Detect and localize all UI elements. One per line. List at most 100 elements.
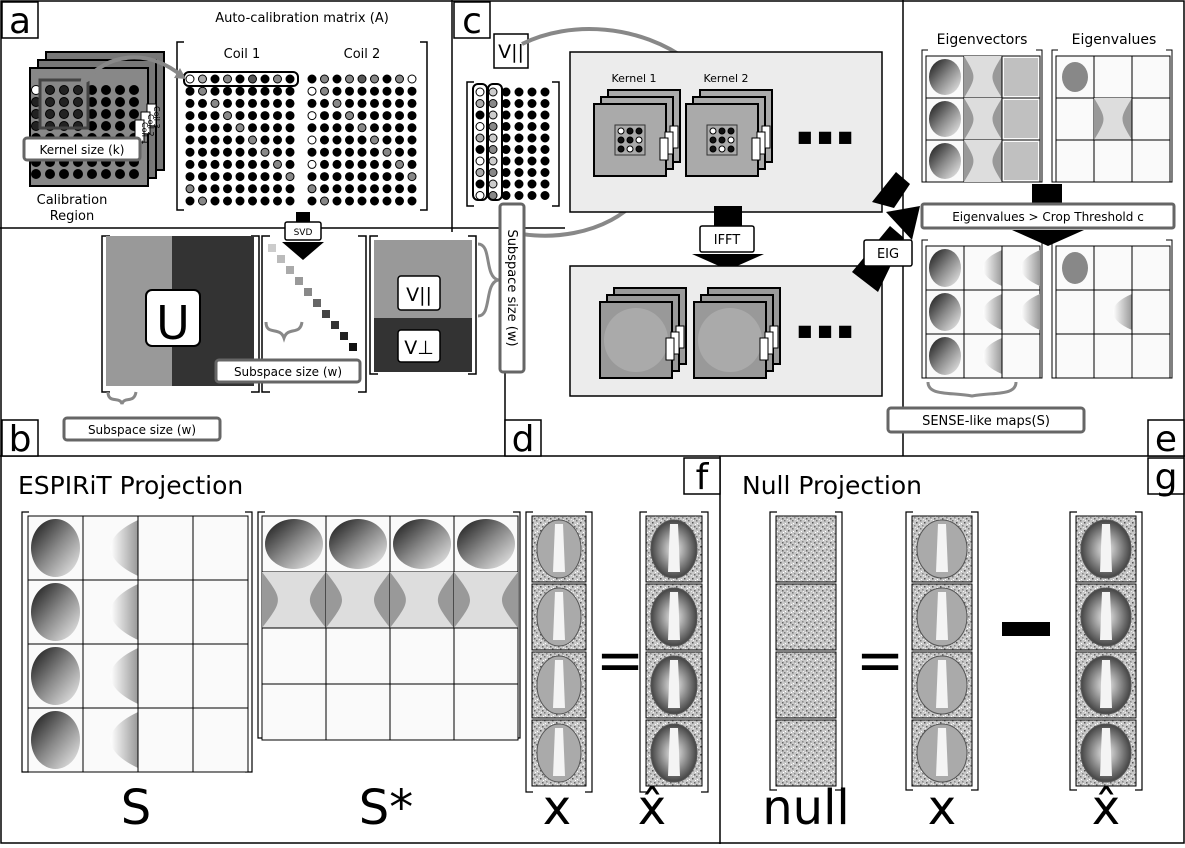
acm-dot bbox=[223, 98, 232, 108]
panel-g: Null Projection = null x x̂ bbox=[742, 471, 1143, 836]
acm-dot bbox=[370, 159, 379, 169]
acm-dot bbox=[370, 86, 379, 96]
s-star-cell-pattern bbox=[454, 572, 518, 628]
acm-dot bbox=[345, 147, 354, 157]
calib-dot bbox=[45, 85, 55, 95]
acm-dot bbox=[382, 74, 392, 84]
eigvec-cell-pattern bbox=[1004, 58, 1038, 96]
bracket bbox=[921, 49, 928, 183]
acm-dot bbox=[370, 147, 379, 157]
null-cell bbox=[775, 651, 837, 719]
calib-dot bbox=[101, 109, 111, 119]
v-dot bbox=[501, 156, 511, 166]
acm-dot bbox=[285, 184, 295, 194]
acm-dot bbox=[395, 123, 404, 133]
eigval-cell bbox=[1131, 55, 1171, 99]
v-dot bbox=[488, 87, 498, 97]
acm-dot bbox=[357, 135, 367, 145]
acm-dot bbox=[198, 98, 207, 108]
bracket bbox=[921, 239, 928, 379]
letter-e: e bbox=[1155, 419, 1177, 460]
letter-d: d bbox=[512, 419, 535, 460]
acm-dot bbox=[198, 159, 207, 169]
x-hat-cell-ventricle bbox=[668, 728, 680, 776]
brace-bottom bbox=[106, 391, 138, 405]
brace-v bbox=[477, 242, 504, 318]
acm-dot bbox=[273, 74, 282, 84]
eigval-cell-pattern bbox=[1062, 62, 1088, 92]
v-dot bbox=[514, 179, 524, 189]
bracket bbox=[1166, 49, 1173, 183]
s-cell bbox=[137, 579, 194, 645]
v-dot bbox=[527, 87, 537, 97]
kernel-window bbox=[614, 124, 646, 156]
v-dot bbox=[488, 156, 498, 166]
acm-dot bbox=[210, 111, 220, 121]
kernel-dot bbox=[617, 145, 625, 153]
calib-dot bbox=[59, 169, 69, 179]
v-dot bbox=[475, 133, 485, 143]
null-label: null bbox=[762, 780, 850, 836]
acm-dot bbox=[198, 86, 207, 96]
singular-value bbox=[286, 266, 294, 274]
eigval-cell bbox=[1093, 139, 1133, 183]
acm-dot bbox=[223, 74, 232, 84]
v-dot bbox=[488, 99, 498, 108]
s-star-cell-pattern bbox=[393, 519, 451, 569]
v-dot bbox=[475, 145, 485, 154]
x-cell-g-ventricle bbox=[936, 728, 948, 776]
svd-label: SVD bbox=[294, 228, 313, 238]
panel-d: IFFT ■ ■ ■ EIG bbox=[569, 172, 920, 397]
acm-dot bbox=[370, 98, 379, 108]
v-dot bbox=[527, 99, 537, 108]
s-cell bbox=[192, 515, 249, 581]
acm-dot bbox=[395, 98, 404, 108]
acm-dot bbox=[260, 135, 270, 145]
acm-dot bbox=[332, 147, 342, 157]
s-cell-pattern bbox=[110, 584, 138, 640]
acm-dot bbox=[285, 86, 295, 96]
equals-f: = bbox=[596, 626, 645, 694]
acm-dot bbox=[185, 98, 195, 108]
v-dot bbox=[475, 156, 485, 166]
v-dot bbox=[501, 168, 511, 177]
v-dot bbox=[475, 122, 485, 131]
eigval-cell bbox=[1131, 97, 1171, 141]
v-dot bbox=[540, 122, 550, 131]
acm-dot bbox=[260, 98, 270, 108]
coil-tag-1: Coil 1 bbox=[140, 122, 149, 145]
acm-dot bbox=[223, 123, 232, 133]
kernel-dot bbox=[635, 145, 643, 153]
calib-dot bbox=[73, 97, 83, 107]
acm-dot bbox=[198, 196, 207, 206]
acm-dot bbox=[370, 184, 379, 194]
acm-dot bbox=[223, 135, 232, 145]
bracket-left bbox=[905, 511, 913, 791]
singular-value bbox=[331, 321, 339, 329]
v-dot bbox=[514, 145, 524, 154]
v-parallel-c-label: V|| bbox=[498, 41, 524, 63]
v-dot bbox=[514, 191, 524, 200]
acm-dot bbox=[332, 196, 342, 206]
acm-dot bbox=[248, 86, 257, 96]
v-dot bbox=[475, 191, 485, 200]
acm-dot bbox=[320, 159, 329, 169]
v-dot bbox=[488, 179, 498, 189]
bracket-left bbox=[769, 511, 777, 791]
s-cell bbox=[137, 515, 194, 581]
s-cell bbox=[192, 707, 249, 773]
acm-dot bbox=[285, 172, 295, 182]
coil-tag bbox=[759, 337, 769, 361]
calib-dot bbox=[101, 121, 111, 131]
acm-dot bbox=[357, 147, 367, 157]
subspace-bottom-label: Subspace size (w) bbox=[88, 423, 196, 437]
v-dot bbox=[540, 110, 550, 120]
kernel-stacks bbox=[593, 89, 773, 177]
acm-dot bbox=[345, 98, 354, 108]
x-cell-ventricle bbox=[553, 524, 565, 572]
kernel-dot bbox=[626, 136, 634, 144]
bracket bbox=[1051, 49, 1058, 183]
calibration-label-2: Region bbox=[50, 209, 95, 224]
acm-dot bbox=[320, 86, 329, 96]
calib-dot bbox=[45, 97, 55, 107]
